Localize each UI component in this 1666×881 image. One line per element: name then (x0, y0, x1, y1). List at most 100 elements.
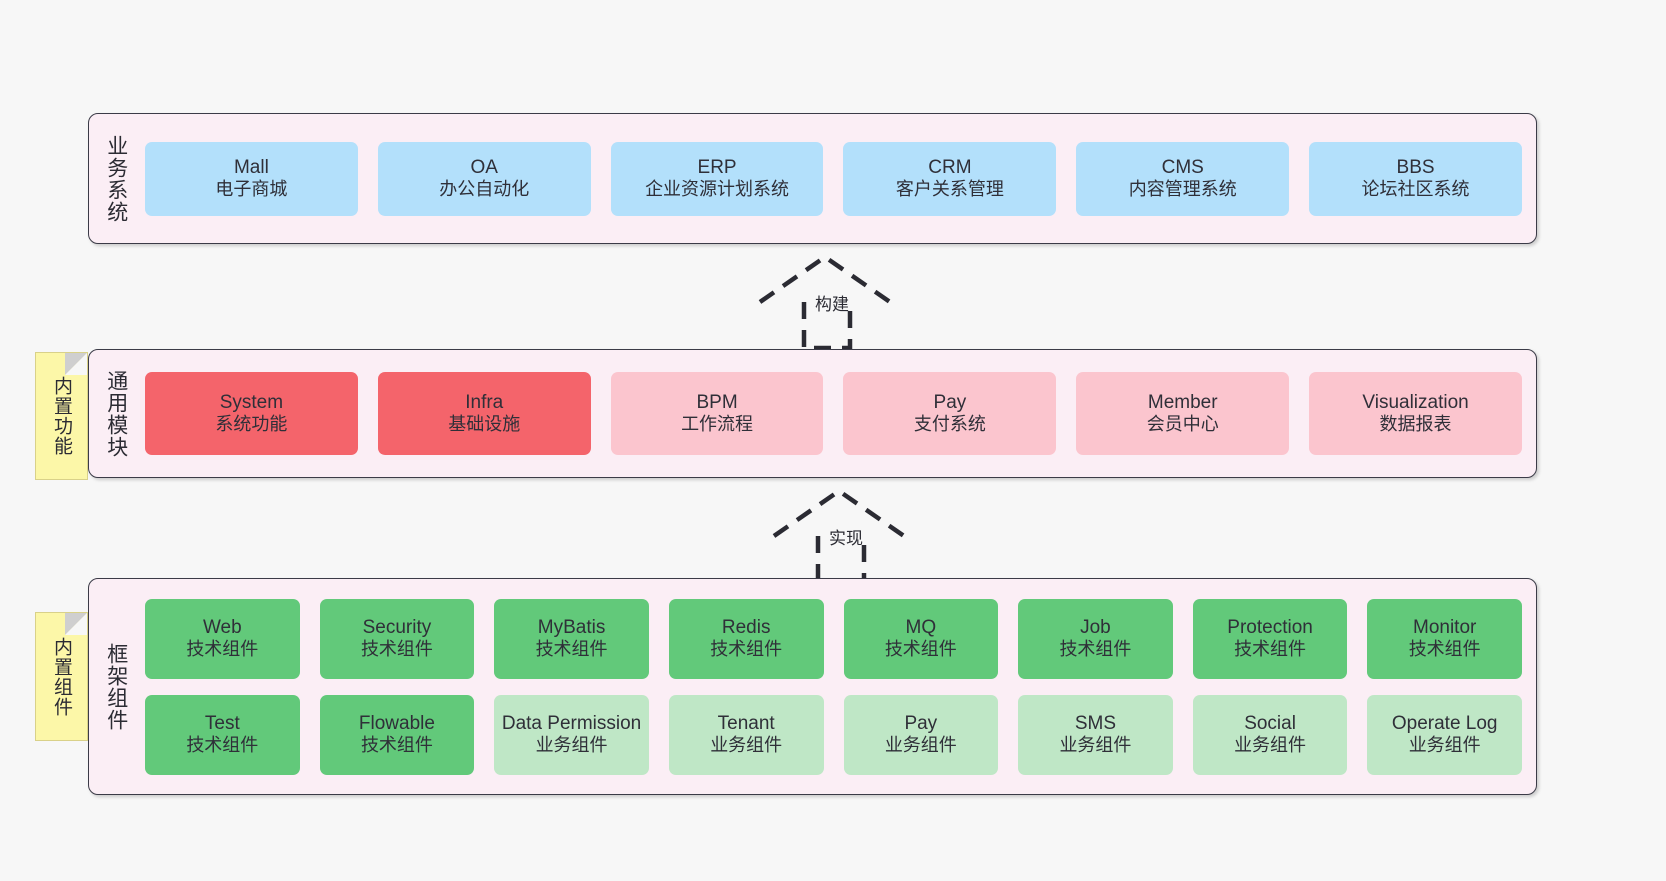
card-en-label: ERP (697, 156, 737, 178)
card-en-label: Security (362, 616, 432, 638)
card-en-label: Flowable (358, 712, 435, 734)
connector-label-build: 构建 (815, 295, 849, 314)
card-en-label: Pay (933, 391, 967, 413)
note-label: 内置功能 (51, 376, 72, 456)
card-cn-label: 技术组件 (1059, 639, 1132, 660)
card-oa[interactable]: OA 办公自动化 (377, 141, 591, 216)
card-cn-label: 企业资源计划系统 (645, 179, 790, 200)
card-infra[interactable]: Infra 基础设施 (377, 372, 591, 455)
card-monitor[interactable]: Monitor 技术组件 (1367, 598, 1522, 679)
card-cn-label: 电子商城 (215, 179, 288, 200)
layer-common-modules: 通用模块 System 系统功能 Infra 基础设施 BPM 工作流程 Pay… (88, 349, 1537, 478)
card-cn-label: 数据报表 (1379, 414, 1452, 435)
card-cn-label: 业务组件 (1234, 735, 1307, 756)
card-en-label: MyBatis (537, 616, 606, 638)
card-cn-label: 会员中心 (1146, 414, 1219, 435)
card-mall[interactable]: Mall 电子商城 (145, 141, 358, 216)
card-social[interactable]: Social 业务组件 (1192, 694, 1348, 775)
card-cn-label: 技术组件 (360, 639, 433, 660)
card-en-label: Operate Log (1391, 712, 1498, 734)
card-cn-label: 技术组件 (186, 735, 259, 756)
card-test[interactable]: Test 技术组件 (145, 694, 300, 775)
card-en-label: Redis (721, 616, 771, 638)
card-en-label: CMS (1161, 156, 1204, 178)
card-cn-label: 办公自动化 (439, 179, 530, 200)
card-bbs[interactable]: BBS 论坛社区系统 (1309, 141, 1522, 216)
card-row: Test 技术组件 Flowable 技术组件 Data Permission … (145, 694, 1522, 775)
card-cn-label: 业务组件 (1408, 735, 1481, 756)
card-row: Mall 电子商城 OA 办公自动化 ERP 企业资源计划系统 CRM 客户关系… (145, 141, 1522, 216)
card-security[interactable]: Security 技术组件 (319, 598, 475, 679)
connector-realize: 实现 (766, 486, 956, 586)
card-cms[interactable]: CMS 内容管理系统 (1076, 141, 1290, 216)
card-mybatis[interactable]: MyBatis 技术组件 (494, 598, 649, 679)
layer-title-framework: 框架组件 (104, 642, 128, 731)
card-protection[interactable]: Protection 技术组件 (1192, 598, 1348, 679)
card-erp[interactable]: ERP 企业资源计划系统 (610, 141, 824, 216)
card-en-label: Test (204, 712, 240, 734)
card-cn-label: 业务组件 (1059, 735, 1132, 756)
card-system[interactable]: System 系统功能 (145, 372, 358, 455)
card-en-label: System (219, 391, 284, 413)
card-en-label: CRM (928, 156, 972, 178)
note-label: 内置组件 (51, 636, 72, 717)
layer-body-common: System 系统功能 Infra 基础设施 BPM 工作流程 Pay 支付系统… (143, 350, 1536, 477)
card-cn-label: 工作流程 (681, 414, 754, 435)
layer-body-business: Mall 电子商城 OA 办公自动化 ERP 企业资源计划系统 CRM 客户关系… (143, 114, 1536, 243)
card-pay-business[interactable]: Pay 业务组件 (843, 694, 999, 775)
card-member[interactable]: Member 会员中心 (1076, 372, 1290, 455)
card-en-label: Protection (1227, 616, 1313, 638)
card-en-label: OA (470, 156, 498, 178)
card-en-label: Data Permission (501, 712, 642, 734)
card-cn-label: 技术组件 (186, 639, 259, 660)
layer-business-systems: 业务系统 Mall 电子商城 OA 办公自动化 ERP 企业资源计划系统 CRM… (88, 113, 1537, 244)
note-builtin-components: 内置组件 (35, 612, 88, 741)
card-en-label: SMS (1074, 712, 1117, 734)
card-redis[interactable]: Redis 技术组件 (668, 598, 824, 679)
card-cn-label: 业务组件 (535, 735, 608, 756)
card-operate-log[interactable]: Operate Log 业务组件 (1367, 694, 1522, 775)
card-cn-label: 业务组件 (710, 735, 783, 756)
card-en-label: Job (1080, 616, 1111, 638)
card-cn-label: 技术组件 (360, 735, 433, 756)
card-cn-label: 技术组件 (710, 639, 783, 660)
card-en-label: Monitor (1413, 616, 1477, 638)
card-crm[interactable]: CRM 客户关系管理 (843, 141, 1057, 216)
card-cn-label: 技术组件 (1234, 639, 1307, 660)
card-en-label: Tenant (717, 712, 775, 734)
card-en-label: Web (202, 616, 242, 638)
card-bpm[interactable]: BPM 工作流程 (610, 372, 824, 455)
card-en-label: MQ (905, 616, 937, 638)
card-mq[interactable]: MQ 技术组件 (843, 598, 999, 679)
card-cn-label: 技术组件 (884, 639, 957, 660)
card-row: System 系统功能 Infra 基础设施 BPM 工作流程 Pay 支付系统… (145, 372, 1522, 455)
layer-body-framework: Web 技术组件 Security 技术组件 MyBatis 技术组件 Redi… (143, 579, 1536, 794)
card-row: Web 技术组件 Security 技术组件 MyBatis 技术组件 Redi… (145, 598, 1522, 679)
card-sms[interactable]: SMS 业务组件 (1018, 694, 1173, 775)
layer-title-common: 通用模块 (104, 369, 128, 458)
card-en-label: Visualization (1362, 391, 1469, 413)
card-visualization[interactable]: Visualization 数据报表 (1309, 372, 1522, 455)
card-cn-label: 客户关系管理 (895, 179, 1004, 200)
card-web[interactable]: Web 技术组件 (145, 598, 300, 679)
card-cn-label: 基础设施 (448, 414, 521, 435)
layer-framework-components: 框架组件 Web 技术组件 Security 技术组件 MyBatis 技术组件… (88, 578, 1537, 795)
card-job[interactable]: Job 技术组件 (1018, 598, 1173, 679)
connector-build: 构建 (752, 252, 942, 352)
note-builtin-functions: 内置功能 (35, 352, 88, 480)
card-data-permission[interactable]: Data Permission 业务组件 (494, 694, 649, 775)
card-pay[interactable]: Pay 支付系统 (843, 372, 1057, 455)
card-en-label: BPM (696, 391, 738, 413)
generalization-arrow-icon (758, 254, 892, 351)
card-tenant[interactable]: Tenant 业务组件 (668, 694, 824, 775)
card-cn-label: 系统功能 (215, 414, 288, 435)
card-en-label: Pay (904, 712, 938, 734)
card-cn-label: 支付系统 (913, 414, 986, 435)
card-cn-label: 技术组件 (1408, 639, 1481, 660)
layer-title-business: 业务系统 (104, 134, 128, 223)
card-cn-label: 技术组件 (535, 639, 608, 660)
card-cn-label: 论坛社区系统 (1361, 179, 1470, 200)
connector-label-realize: 实现 (829, 529, 863, 548)
card-cn-label: 业务组件 (884, 735, 957, 756)
card-flowable[interactable]: Flowable 技术组件 (319, 694, 475, 775)
